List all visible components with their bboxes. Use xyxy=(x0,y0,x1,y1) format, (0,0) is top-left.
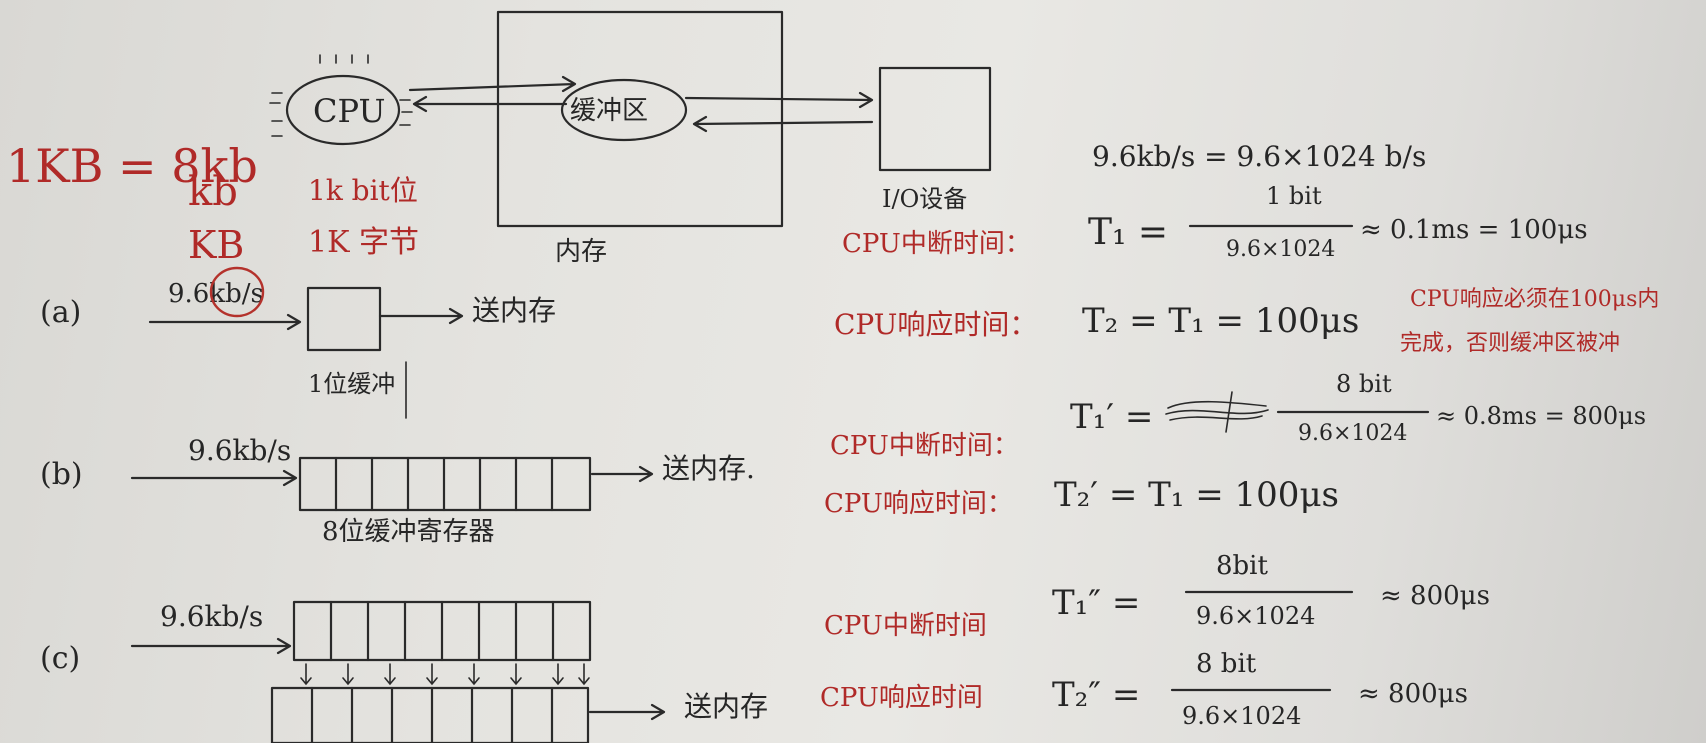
unit-note-3b: 1K 字节 xyxy=(308,225,419,260)
b-interrupt-lhs: T₁′ = xyxy=(1070,397,1153,437)
c-response-lhs: T₂″ = xyxy=(1052,675,1140,715)
case-a-1bit-buffer xyxy=(306,286,382,352)
case-b-dest: 送内存. xyxy=(662,452,755,485)
unit-note-1: 1KB = 8kb xyxy=(6,139,258,193)
a-interrupt-label: CPU中断时间： xyxy=(842,229,1031,259)
case-c-input-arrow xyxy=(130,637,292,655)
c-response-rhs: ≈ 800μs xyxy=(1358,679,1468,709)
a-response-eq: T₂ = T₁ = 100μs xyxy=(1082,301,1359,341)
case-b-8bit-register xyxy=(298,456,592,512)
case-c-output-arrow xyxy=(588,703,666,721)
a-interrupt-rhs: ≈ 0.1ms = 100μs xyxy=(1360,215,1588,245)
case-b-rate: 9.6kb/s xyxy=(188,434,291,467)
memory-box xyxy=(496,10,784,228)
case-a-input-arrow xyxy=(148,313,302,331)
c-interrupt-rhs: ≈ 800μs xyxy=(1380,581,1490,611)
unit-notes: 1KB = 8kb kb 1k bit位 KB 1K 字节 xyxy=(6,139,419,267)
io-device-box xyxy=(878,66,992,172)
case-c-transfer-arrows xyxy=(300,663,590,686)
cpu-activity-marks xyxy=(269,54,413,137)
case-a-rate-circle xyxy=(209,266,265,318)
c-interrupt-lhs: T₁″ = xyxy=(1052,583,1140,623)
case-c-label: (c) xyxy=(40,641,80,676)
unit-note-2a: kb xyxy=(188,169,238,215)
a-response-note-1: CPU响应必须在100μs内 xyxy=(1410,287,1659,312)
arrow-io-to-buffer xyxy=(692,115,874,133)
case-b-output-arrow xyxy=(590,465,654,483)
case-a-rate: 9.6kb/s xyxy=(168,279,264,309)
c-response-num: 8 bit xyxy=(1196,649,1257,679)
b-response-label: CPU响应时间： xyxy=(824,489,1013,519)
a-interrupt-num: 1 bit xyxy=(1266,182,1322,210)
a-interrupt-lhs: T₁ = xyxy=(1088,212,1168,253)
unit-note-3a: KB xyxy=(188,223,244,267)
case-b-box-caption: 8位缓冲寄存器 xyxy=(322,517,495,547)
b-interrupt-label: CPU中断时间： xyxy=(830,431,1019,461)
a-response-label: CPU响应时间： xyxy=(834,308,1037,341)
b-response-eq: T₂′ = T₁ = 100μs xyxy=(1054,475,1339,515)
case-a-label: (a) xyxy=(40,295,81,330)
conversion-formula: 9.6kb/s = 9.6×1024 b/s xyxy=(1092,140,1426,173)
c-response-den: 9.6×1024 xyxy=(1182,702,1301,730)
buffer-oval xyxy=(560,78,688,142)
cpu-oval xyxy=(285,74,401,146)
case-b-label: (b) xyxy=(40,457,83,492)
io-device-label: I/O设备 xyxy=(882,185,967,213)
case-c-rate: 9.6kb/s xyxy=(160,600,263,633)
case-a-output-arrow xyxy=(378,307,464,325)
b-interrupt-scribble xyxy=(1165,391,1269,433)
system-diagram: CPU 内存 缓冲区 I/O设备 xyxy=(269,10,992,267)
memory-label: 内存 xyxy=(555,237,607,267)
arrow-cpu-to-buffer xyxy=(408,75,577,93)
c-interrupt-den: 9.6×1024 xyxy=(1196,602,1315,630)
case-b-input-arrow xyxy=(130,469,298,487)
cpu-label: CPU xyxy=(313,92,385,130)
case-c-upper-register xyxy=(292,600,592,662)
b-interrupt-den: 9.6×1024 xyxy=(1298,421,1407,446)
case-c-dest: 送内存 xyxy=(684,690,768,723)
case-b-diagram: (b) 9.6kb/s 送内存. 8位缓冲寄存器 xyxy=(40,434,755,547)
a-response-note-2: 完成，否则缓冲区被冲 xyxy=(1400,331,1620,356)
case-c-diagram: (c) 9.6kb/s 送内存 xyxy=(40,600,768,743)
case-a-box-caption: 1位缓冲 xyxy=(308,370,395,398)
b-interrupt-rhs: ≈ 0.8ms = 800μs xyxy=(1436,402,1646,430)
case-c-lower-register xyxy=(270,686,590,743)
a-interrupt-den: 9.6×1024 xyxy=(1226,237,1335,262)
c-interrupt-label: CPU中断时间 xyxy=(824,611,987,641)
calculations: 9.6kb/s = 9.6×1024 b/s CPU中断时间： T₁ = 1 b… xyxy=(820,140,1659,730)
arrow-buffer-to-cpu xyxy=(412,95,568,113)
arrow-buffer-to-io xyxy=(684,91,874,109)
case-a-diagram: (a) 9.6kb/s 送内存 1位缓冲 xyxy=(40,266,556,419)
case-a-dest: 送内存 xyxy=(472,294,556,327)
c-interrupt-num: 8bit xyxy=(1216,551,1269,581)
b-interrupt-num: 8 bit xyxy=(1336,370,1392,398)
unit-note-2b: 1k bit位 xyxy=(308,174,418,207)
buffer-label: 缓冲区 xyxy=(570,96,648,126)
c-response-label: CPU响应时间 xyxy=(820,683,983,713)
